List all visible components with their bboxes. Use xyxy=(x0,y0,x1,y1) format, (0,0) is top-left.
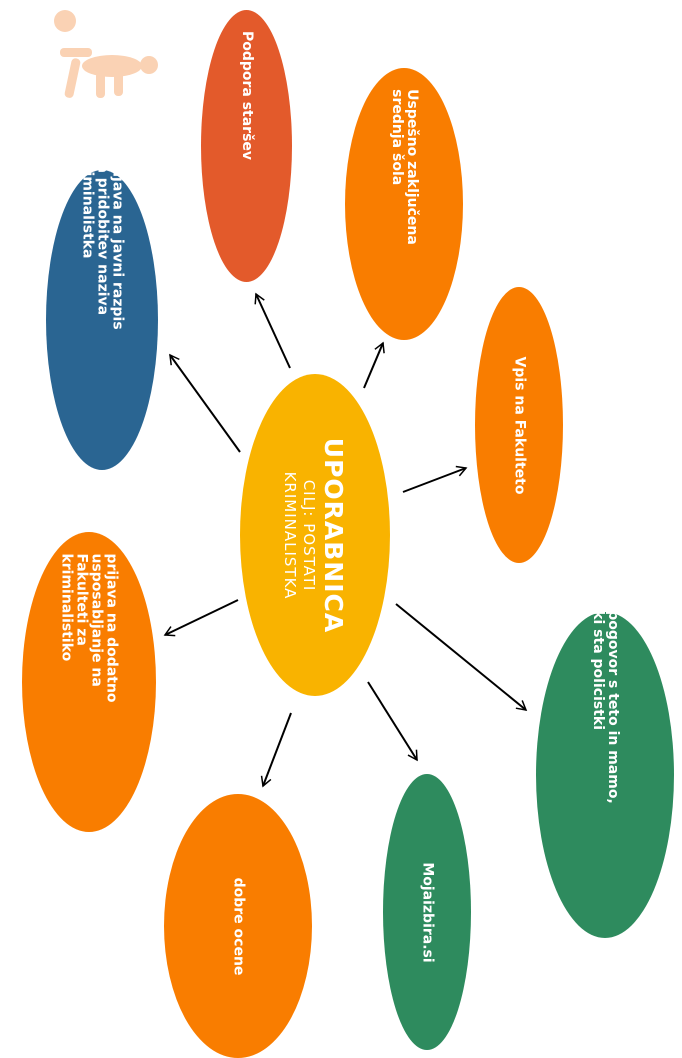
center-subtitle-line1: CILJ: POSTATI xyxy=(300,479,319,591)
lying-person-icon xyxy=(54,10,158,98)
node-pogovor-label: pogovor s teto in mamo, ki sta policistk… xyxy=(590,610,621,804)
node-razpis-label: prijava na javni razpis za pridobitev na… xyxy=(79,155,126,330)
node-podpora-label: Podpora staršev xyxy=(239,30,256,161)
arrow-to-usposabljanje xyxy=(163,599,239,637)
node-dobre-ocene: dobre ocene xyxy=(164,794,312,1058)
node-usposabljanje: prijava na dodatno usposabljanje na Faku… xyxy=(22,532,156,832)
center-subtitle-line2: KRIMINALISTKA xyxy=(281,471,300,599)
node-vpis-fakulteta: Vpis na Fakulteto xyxy=(475,287,563,563)
node-javni-razpis: prijava na javni razpis za pridobitev na… xyxy=(46,155,158,470)
node-sola-label: Uspešno zaključena srednja šola xyxy=(389,89,421,245)
node-srednja-sola: Uspešno zaključena srednja šola xyxy=(345,68,463,340)
arrow-to-fakulteta xyxy=(402,465,468,493)
center-text: UPORABNICA CILJ: POSTATI KRIMINALISTKA xyxy=(282,437,349,632)
node-pogovor: pogovor s teto in mamo, ki sta policistk… xyxy=(536,610,674,938)
arrow-to-podpora xyxy=(254,292,291,369)
arrow-to-ocene xyxy=(260,712,292,788)
node-mojaizbira: Mojaizbira.si xyxy=(383,774,471,1050)
node-ocene-label: dobre ocene xyxy=(230,877,247,975)
node-podpora-starsev: Podpora staršev xyxy=(201,10,292,282)
arrow-to-mojaizbira xyxy=(367,681,418,762)
node-fakulteta-label: Vpis na Fakulteto xyxy=(511,356,528,494)
center-title: UPORABNICA xyxy=(319,437,349,633)
node-usposabljanje-label: prijava na dodatno usposabljanje na Faku… xyxy=(59,553,120,703)
node-mojaizbira-label: Mojaizbira.si xyxy=(419,861,436,963)
arrow-to-razpis xyxy=(169,353,241,453)
arrow-to-sola xyxy=(363,341,385,389)
arrow-to-pogovor xyxy=(395,603,528,711)
center-node: UPORABNICA CILJ: POSTATI KRIMINALISTKA xyxy=(240,374,390,696)
